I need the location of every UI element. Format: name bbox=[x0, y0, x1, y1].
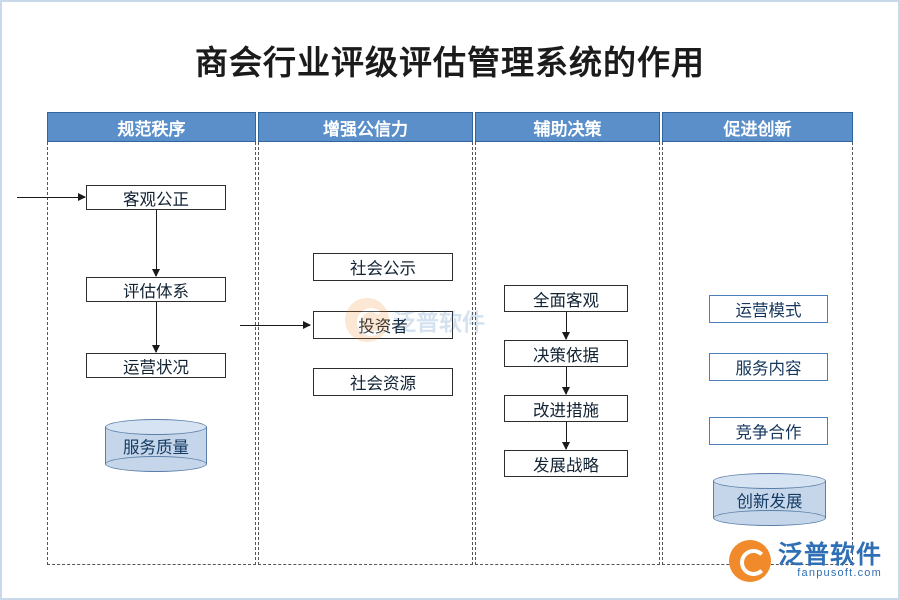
arrow-col3-3-4 bbox=[562, 422, 570, 450]
brand-name-cn: 泛普软件 bbox=[777, 541, 882, 570]
node-col2-2: 投资者 bbox=[313, 311, 453, 339]
node-col4-3: 竞争合作 bbox=[709, 417, 828, 445]
cylinder-col1-label: 服务质量 bbox=[123, 438, 189, 457]
cylinder-top bbox=[105, 419, 207, 435]
page-title: 商会行业评级评估管理系统的作用 bbox=[195, 44, 705, 81]
column-header-1: 规范秩序 bbox=[47, 112, 256, 142]
brand-name-en: fanpusoft.com bbox=[797, 567, 882, 580]
fanpu-logo-icon bbox=[728, 540, 771, 582]
cylinder-col4: 创新发展 bbox=[713, 473, 826, 526]
node-col4-1: 运营模式 bbox=[709, 295, 828, 323]
entry-arrow-column-2 bbox=[240, 321, 311, 329]
brand-text: 泛普软件 fanpusoft.com bbox=[778, 542, 882, 580]
node-col2-1: 社会公示 bbox=[313, 253, 453, 281]
cylinder-col1: 服务质量 bbox=[105, 419, 207, 472]
node-col1-2: 评估体系 bbox=[86, 277, 226, 302]
node-col1-3: 运营状况 bbox=[86, 353, 226, 378]
cylinder-bottom bbox=[105, 456, 207, 472]
brand-logo: 泛普软件 fanpusoft.com bbox=[728, 540, 882, 582]
column-frame-3 bbox=[475, 142, 660, 565]
column-header-2: 增强公信力 bbox=[258, 112, 473, 142]
node-col3-4: 发展战略 bbox=[504, 450, 628, 477]
entry-arrow-column-1 bbox=[17, 193, 86, 201]
column-frame-2 bbox=[258, 142, 473, 565]
cylinder-col4-label: 创新发展 bbox=[736, 492, 803, 511]
node-col2-3: 社会资源 bbox=[313, 368, 453, 396]
arrow-col3-1-2 bbox=[562, 312, 570, 340]
cylinder-top bbox=[713, 473, 826, 489]
node-col3-2: 决策依据 bbox=[504, 340, 628, 367]
node-col4-2: 服务内容 bbox=[709, 353, 828, 381]
cylinder-bottom bbox=[713, 510, 826, 526]
node-col3-3: 改进措施 bbox=[504, 395, 628, 422]
node-col1-1: 客观公正 bbox=[86, 185, 226, 210]
node-col3-1: 全面客观 bbox=[504, 285, 628, 312]
arrow-col1-1-2 bbox=[152, 210, 160, 277]
column-frame-1 bbox=[47, 142, 256, 565]
column-header-3: 辅助决策 bbox=[475, 112, 660, 142]
column-header-4: 促进创新 bbox=[662, 112, 853, 142]
arrow-col3-2-3 bbox=[562, 367, 570, 395]
arrow-col1-2-3 bbox=[152, 302, 160, 353]
